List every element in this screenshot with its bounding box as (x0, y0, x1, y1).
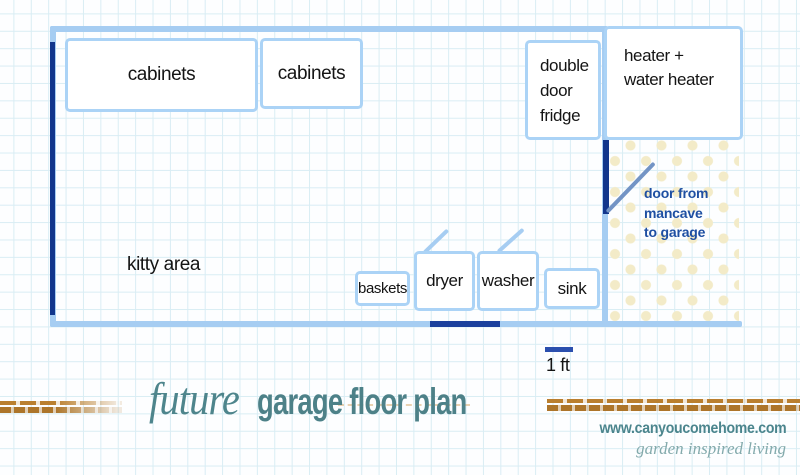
washer-vent-line (496, 227, 525, 254)
fridge-label: double door fridge (540, 55, 589, 125)
gold-brush-stroke-left (0, 400, 122, 413)
cabinets-large-box: cabinets (65, 38, 258, 112)
door-jamb-line (603, 140, 609, 214)
kitty-area-label: kitty area (127, 254, 201, 275)
title-main-text: garage floor plan (257, 381, 467, 422)
dryer-box: dryer (414, 251, 475, 311)
fridge-box: double door fridge (525, 40, 601, 140)
cabinets-large-label: cabinets (127, 64, 196, 85)
door-note-label: door from mancave to garage (644, 185, 709, 240)
garage-wall-bottom (50, 321, 742, 327)
baskets-box: baskets (355, 271, 410, 306)
scale-label: 1 ft (546, 355, 570, 375)
heater-box: heater + water heater (604, 26, 743, 140)
sink-label: sink (557, 278, 587, 298)
bottom-wall-accent-line (430, 321, 500, 327)
cabinets-small-box: cabinets (260, 38, 363, 109)
left-wall-accent-line (50, 42, 55, 315)
dryer-label: dryer (426, 271, 463, 290)
gold-brush-stroke-right (547, 398, 800, 412)
site-tagline: garden inspired living (636, 439, 786, 458)
sink-box: sink (544, 268, 600, 309)
washer-label: washer (481, 271, 535, 290)
heater-label: heater + water heater (624, 46, 714, 89)
garage-wall-top (50, 26, 607, 32)
title-dashed-line (338, 404, 470, 406)
page-title: future garage floor plan (149, 372, 540, 425)
scale-bar (545, 347, 573, 352)
cabinets-small-label: cabinets (277, 62, 346, 84)
title-script-word: future (149, 373, 240, 424)
baskets-label: baskets (358, 280, 407, 297)
washer-box: washer (477, 251, 539, 311)
website-url: www.canyoucomehome.com (599, 420, 786, 437)
